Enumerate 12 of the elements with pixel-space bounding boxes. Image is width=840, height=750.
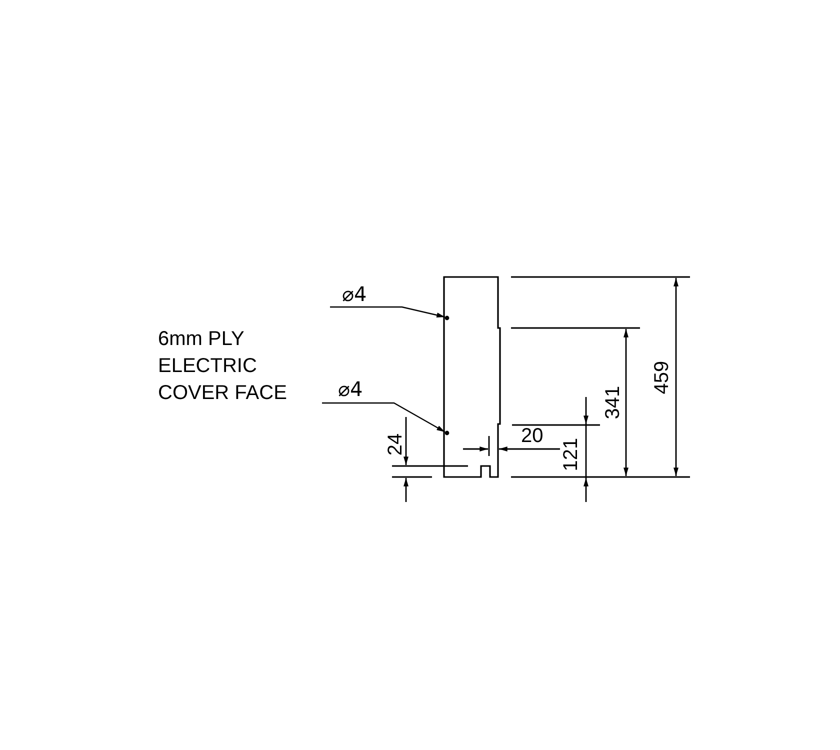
dimension-text: 24 <box>384 432 408 456</box>
leader-line <box>330 306 446 318</box>
dimension-text: 121 <box>558 437 583 471</box>
hole-mark <box>444 316 450 320</box>
hole-mark <box>444 430 450 436</box>
dimension-text: ⌀4 <box>338 376 363 403</box>
dimension-text: 20 <box>521 424 544 449</box>
dimension-text: ⌀4 <box>342 281 367 308</box>
note-text: 6mm PLY ELECTRIC COVER FACE <box>158 327 288 406</box>
leader-line <box>322 402 446 433</box>
dimension-text: 459 <box>650 360 674 394</box>
dimension-text: 341 <box>600 385 625 419</box>
